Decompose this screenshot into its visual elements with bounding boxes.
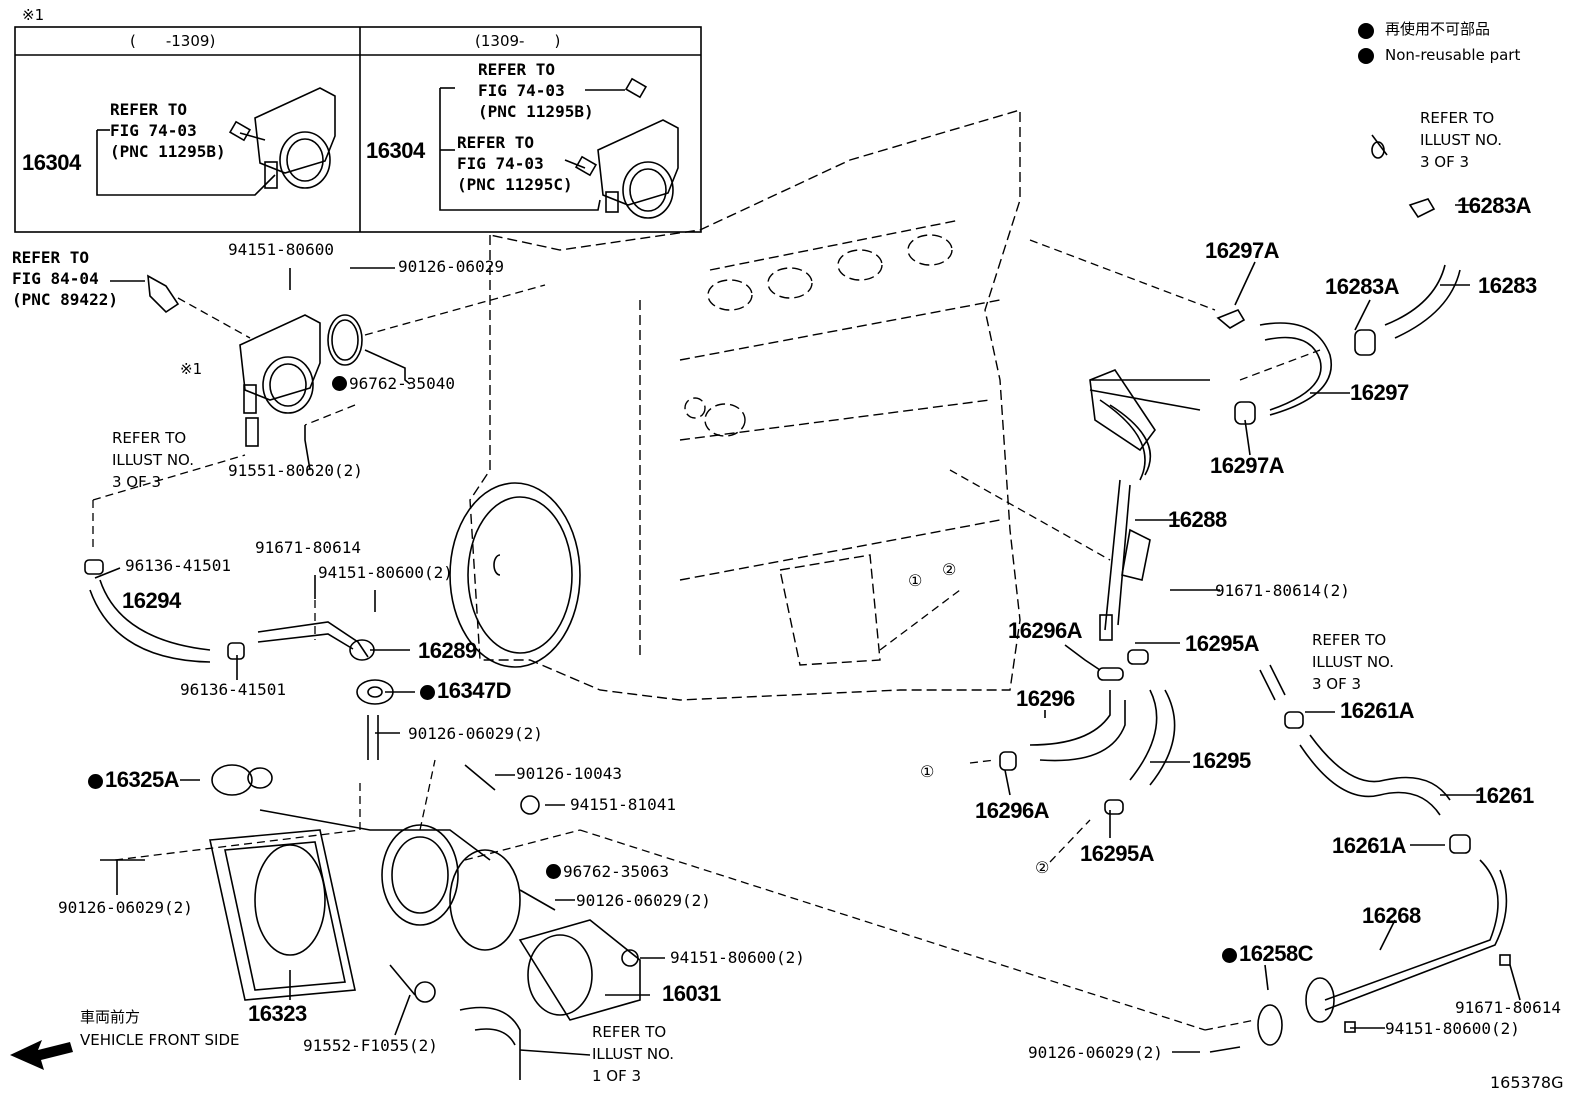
inset-right-ref-upper: REFER TO FIG 74-03 (PNC 11295B) (478, 60, 594, 121)
part-91551-80620: 91551-80620(2) (228, 461, 363, 480)
non-reusable-dot-icon (88, 774, 103, 789)
part-16283A-mid: 16283A (1325, 274, 1400, 299)
callout-1-hose: ① (920, 762, 935, 781)
part-90126-06029-2c: 90126-06029(2) (576, 891, 711, 910)
inset-right-housing-sketch (439, 77, 679, 219)
part-16347D: 16347D (420, 678, 512, 703)
water-outlet-housing (147, 274, 363, 447)
ref-illust-mid-right: REFER TO ILLUST NO. 3 OF 3 (1312, 631, 1395, 693)
part-96762-35040-text: 96762-35040 (349, 374, 455, 393)
inset-frame (14, 26, 702, 233)
part-90126-06029-2a: 90126-06029(2) (408, 724, 543, 743)
part-91671-80614-b: 91671-80614 (1455, 998, 1561, 1017)
inset-right-range: (1309- ) (475, 32, 561, 50)
part-16297A-top: 16297A (1205, 238, 1280, 263)
part-16268: 16268 (1362, 903, 1421, 928)
non-reusable-dot-icon (420, 685, 435, 700)
part-16258C-text: 16258C (1239, 941, 1314, 966)
inset-right-ref-lower: REFER TO FIG 74-03 (PNC 11295C) (457, 133, 573, 194)
part-91671-80614: 91671-80614 (255, 538, 361, 557)
note-mark-header: ※1 (22, 6, 45, 24)
part-16325A: 16325A (88, 767, 180, 792)
part-16289: 16289 (418, 638, 477, 663)
part-16295: 16295 (1192, 748, 1251, 773)
callout-2-hose: ② (1035, 858, 1050, 877)
part-96762-35063-text: 96762-35063 (563, 862, 669, 881)
part-16325A-text: 16325A (105, 767, 180, 792)
part-16323: 16323 (248, 1001, 307, 1026)
part-91552-F1055: 91552-F1055(2) (303, 1036, 438, 1055)
part-16031: 16031 (662, 981, 721, 1006)
part-90126-10043: 90126-10043 (516, 764, 622, 783)
direction-ja: 車両前方 (80, 1008, 141, 1026)
part-16283: 16283 (1478, 273, 1537, 298)
part-16297A-bot: 16297A (1210, 453, 1285, 478)
part-16347D-text: 16347D (437, 678, 512, 703)
part-16296: 16296 (1016, 686, 1075, 711)
part-16295A-bot: 16295A (1080, 841, 1155, 866)
inset-right-part: 16304 (366, 138, 425, 163)
figure-id: 165378G (1490, 1073, 1564, 1092)
crank-pulley (449, 482, 581, 668)
part-16296A-top: 16296A (1008, 618, 1083, 643)
hoses-right (999, 134, 1511, 1053)
legend-en: Non-reusable part (1385, 46, 1521, 64)
inset-left-part: 16304 (22, 150, 81, 175)
engine-block-outline (469, 109, 1021, 701)
legend-dots (1358, 23, 1374, 64)
part-90126-06029-2b: 90126-06029(2) (58, 898, 193, 917)
part-91671-80614-2: 91671-80614(2) (1215, 581, 1350, 600)
non-reusable-dot-icon (1222, 948, 1237, 963)
part-16261A-bot: 16261A (1332, 833, 1407, 858)
inset-left-range: ( -1309) (130, 32, 216, 50)
ref-illust-bottom: REFER TO ILLUST NO. 1 OF 3 (592, 1023, 675, 1085)
part-94151-80600-2: 94151-80600(2) (318, 563, 453, 582)
callout-1-engine: ① (908, 571, 923, 590)
ref-illust-top-right: REFER TO ILLUST NO. 3 OF 3 (1420, 109, 1503, 171)
part-90126-06029: 90126-06029 (398, 257, 504, 276)
part-90126-06029-2d: 90126-06029(2) (1028, 1043, 1163, 1062)
part-96136-41501-a: 96136-41501 (125, 556, 231, 575)
non-reusable-dot-icon (332, 376, 347, 391)
part-96762-35063: 96762-35063 (546, 864, 669, 880)
part-16294: 16294 (122, 588, 181, 613)
vehicle-front-arrow (10, 1040, 73, 1070)
leader-lines (94, 204, 1521, 1056)
inset-left-ref: REFER TO FIG 74-03 (PNC 11295B) (110, 100, 226, 161)
dashed-connections (92, 239, 1321, 1031)
part-16296A-bot: 16296A (975, 798, 1050, 823)
inset-left-housing-sketch (96, 87, 336, 196)
direction-en: VEHICLE FRONT SIDE (80, 1031, 240, 1049)
part-96762-35040: 96762-35040 (332, 376, 455, 392)
part-94151-80600-2b: 94151-80600(2) (670, 948, 805, 967)
part-94151-81041: 94151-81041 (570, 795, 676, 814)
part-16283A-top: 16283A (1457, 193, 1532, 218)
ref-fig84: REFER TO FIG 84-04 (PNC 89422) (12, 248, 118, 309)
part-16288: 16288 (1168, 507, 1227, 532)
part-96136-41501-b: 96136-41501 (180, 680, 286, 699)
part-16297: 16297 (1350, 380, 1409, 405)
part-16261A-top: 16261A (1340, 698, 1415, 723)
ref-illust-left: REFER TO ILLUST NO. 3 OF 3 (112, 429, 195, 491)
part-16295A-top: 16295A (1185, 631, 1260, 656)
mark-1: ※1 (180, 360, 203, 378)
part-16261: 16261 (1475, 783, 1534, 808)
left-lower-parts (84, 559, 641, 1080)
part-94151-80600: 94151-80600 (228, 240, 334, 259)
non-reusable-dot-icon (546, 864, 561, 879)
callout-2-engine: ② (942, 560, 957, 579)
legend-ja: 再使用不可部品 (1385, 20, 1491, 38)
part-16258C: 16258C (1222, 941, 1314, 966)
part-94151-80600-2c: 94151-80600(2) (1385, 1019, 1520, 1038)
